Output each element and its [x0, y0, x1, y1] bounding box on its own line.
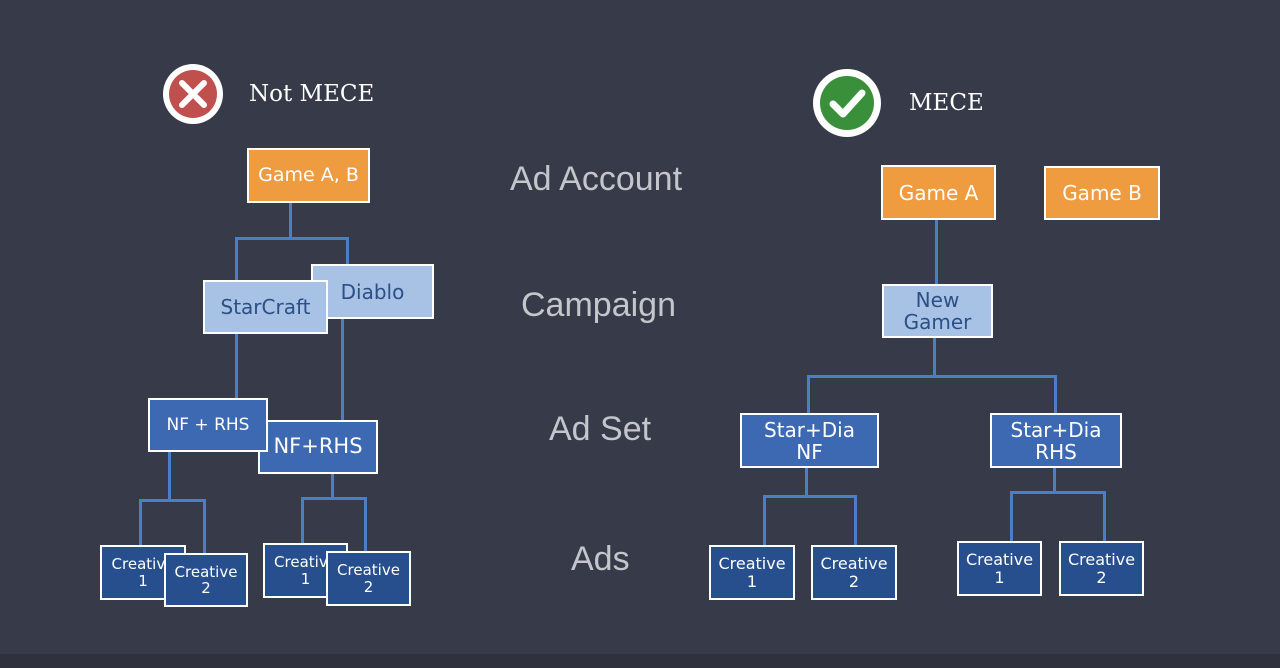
connector [301, 497, 367, 500]
connector [807, 375, 810, 415]
connector [139, 499, 206, 502]
level-label-ads: Ads [571, 540, 630, 578]
left-ad-node-2: Creative 2 [164, 553, 248, 607]
left-adset-node-2: NF+RHS [258, 420, 378, 474]
not-mece-header: Not MECE [162, 63, 374, 125]
mece-label: MECE [909, 90, 984, 116]
connector [301, 497, 304, 545]
right-ad-node-3: Creative 1 [957, 541, 1042, 596]
left-campaign-node-diablo: Diablo [311, 264, 434, 319]
right-ad-node-4: Creative 2 [1059, 541, 1144, 596]
mece-header: MECE [812, 68, 984, 138]
cross-icon [163, 64, 223, 124]
right-ad-node-2: Creative 2 [811, 545, 897, 600]
check-icon [813, 69, 881, 137]
left-ad-node-4: Creative 2 [326, 551, 411, 606]
level-label-ad-set: Ad Set [549, 410, 652, 448]
connector [935, 219, 938, 285]
connector [763, 495, 857, 498]
connector [346, 237, 349, 267]
connector [235, 332, 238, 400]
left-account-node: Game A, B [247, 148, 370, 203]
connector [763, 495, 766, 547]
right-adset-node-nf: Star+Dia NF [740, 413, 879, 468]
connector [139, 499, 142, 547]
connector [289, 202, 292, 239]
level-label-ad-account: Ad Account [510, 160, 683, 198]
connector [933, 337, 936, 377]
connector [1053, 467, 1056, 493]
left-adset-node-1: NF + RHS [148, 398, 268, 452]
level-label-campaign: Campaign [521, 286, 676, 324]
left-campaign-node-starcraft: StarCraft [203, 280, 328, 334]
connector [1010, 491, 1013, 543]
connector [854, 495, 857, 547]
connector [1103, 491, 1106, 543]
connector [364, 497, 367, 553]
connector [203, 499, 206, 555]
right-adset-node-rhs: Star+Dia RHS [990, 413, 1122, 468]
connector [168, 452, 171, 500]
connector [805, 467, 808, 497]
right-campaign-node: New Gamer [882, 284, 993, 338]
connector [1010, 491, 1106, 494]
right-account-node-game-b: Game B [1044, 166, 1160, 220]
right-ad-node-1: Creative 1 [709, 545, 795, 600]
not-mece-label: Not MECE [249, 81, 375, 107]
connector [807, 375, 1057, 378]
right-account-node-game-a: Game A [881, 165, 996, 220]
connector [341, 318, 344, 422]
connector [235, 237, 349, 240]
connector [1054, 375, 1057, 415]
connector [331, 473, 334, 499]
bottom-band [0, 654, 1280, 668]
connector [235, 237, 238, 282]
